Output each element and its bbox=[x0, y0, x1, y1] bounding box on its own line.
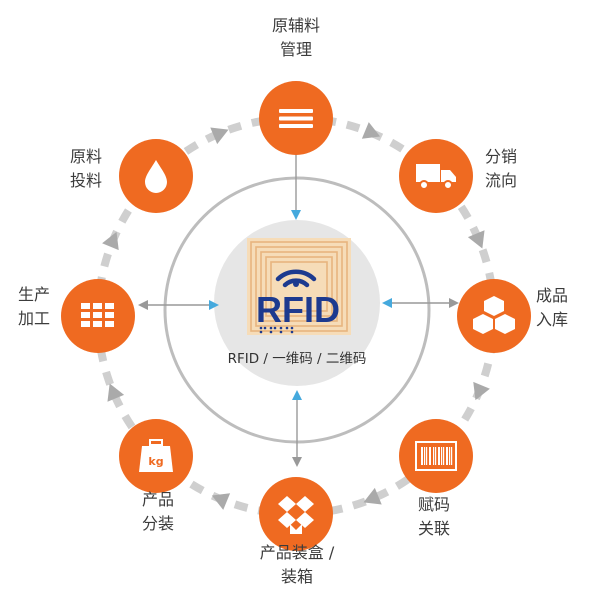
connector-arrow-icon bbox=[449, 298, 459, 308]
label-product-packaging-line2: 分装 bbox=[142, 514, 174, 533]
node-code-association bbox=[399, 419, 473, 493]
connectors bbox=[138, 144, 459, 467]
kg-label: kg bbox=[148, 455, 163, 468]
connector-arrow-icon bbox=[382, 298, 392, 308]
flow-arrow-icon bbox=[210, 127, 229, 145]
connector-arrow-icon bbox=[292, 457, 302, 467]
process-nodes: kg bbox=[61, 81, 531, 551]
connector-arrow-icon bbox=[291, 210, 301, 220]
label-distribution-flow-line2: 流向 bbox=[485, 171, 517, 190]
node-production-processing bbox=[61, 279, 135, 353]
connector-arrow-icon bbox=[292, 390, 302, 400]
label-raw-material-feeding-line2: 投料 bbox=[70, 171, 102, 190]
center-caption: RFID / 一维码 / 二维码 bbox=[228, 351, 367, 367]
label-code-association-line1: 赋码 bbox=[418, 495, 450, 514]
flow-arrow-icon bbox=[363, 487, 382, 505]
menu-lines-icon bbox=[279, 109, 313, 128]
label-code-association-line2: 关联 bbox=[418, 519, 450, 538]
node-finished-goods-warehousing bbox=[457, 279, 531, 353]
flow-arrow-icon bbox=[102, 231, 119, 251]
kg-weight-icon: kg bbox=[139, 439, 173, 472]
flow-arrows bbox=[102, 122, 490, 510]
connector-arrow-icon bbox=[209, 300, 219, 310]
node-raw-material-feeding bbox=[119, 139, 193, 213]
rfid-logo: RFID bbox=[247, 238, 351, 335]
braille-dots bbox=[259, 326, 294, 334]
flow-arrow-icon bbox=[361, 122, 381, 139]
node-product-packaging: kg bbox=[119, 419, 193, 493]
flow-arrow-icon bbox=[467, 230, 485, 249]
node-circle bbox=[259, 477, 333, 551]
flow-arrow-icon bbox=[211, 493, 231, 510]
label-raw-material-management-line2: 管理 bbox=[280, 40, 312, 59]
rfid-antenna-pattern bbox=[250, 241, 348, 332]
stacked-boxes-icon bbox=[473, 296, 515, 334]
label-product-boxing-line2: 装箱 bbox=[281, 567, 313, 586]
delivery-truck-icon bbox=[416, 164, 456, 190]
label-production-processing-line2: 加工 bbox=[18, 309, 50, 328]
wireless-signal-icon bbox=[275, 269, 317, 288]
label-raw-material-feeding-line1: 原料 bbox=[70, 147, 102, 166]
rfid-logo-text: RFID bbox=[256, 289, 340, 330]
grid-blocks-icon bbox=[81, 303, 114, 327]
node-distribution-flow bbox=[399, 139, 473, 213]
water-drop-icon bbox=[145, 160, 167, 193]
barcode-icon bbox=[415, 441, 457, 471]
rfid-logo-background bbox=[247, 238, 351, 335]
label-finished-goods-line1: 成品 bbox=[536, 286, 568, 305]
connector-arrow-icon bbox=[138, 300, 148, 310]
label-product-packaging-line1: 产品 bbox=[142, 490, 174, 509]
label-product-boxing-line1: 产品装盒 / bbox=[260, 543, 335, 562]
label-raw-material-management-line1: 原辅料 bbox=[272, 16, 320, 35]
node-labels: 原辅料 管理 分销 流向 成品 入库 赋码 关联 产品装盒 / 装箱 产品 分装… bbox=[18, 16, 568, 586]
package-box-icon bbox=[278, 496, 314, 534]
flow-arrow-icon bbox=[473, 381, 490, 401]
node-product-boxing bbox=[259, 477, 333, 551]
node-raw-material-management bbox=[259, 81, 333, 155]
label-finished-goods-line2: 入库 bbox=[536, 310, 568, 329]
flow-arrow-icon bbox=[107, 383, 125, 402]
label-production-processing-line1: 生产 bbox=[18, 285, 50, 304]
label-distribution-flow-line1: 分销 bbox=[485, 147, 517, 166]
